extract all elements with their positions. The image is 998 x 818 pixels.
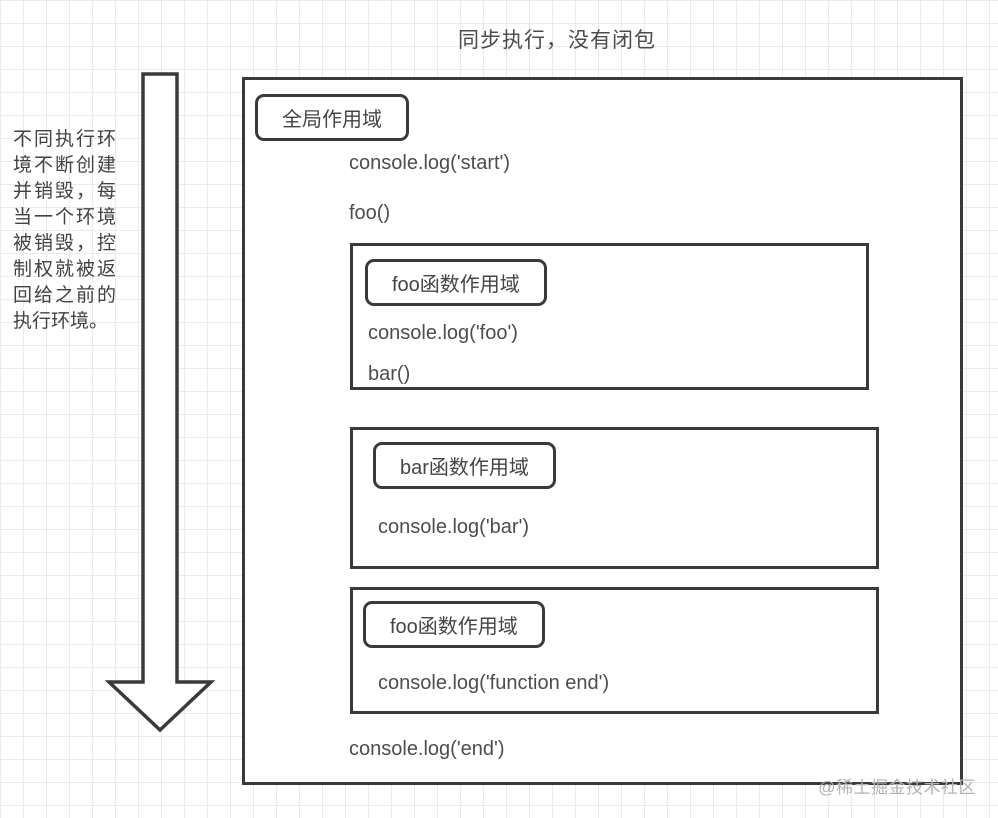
watermark: @稀土掘金技术社区 (818, 778, 976, 797)
code-line-start: console.log('start') (349, 152, 511, 174)
side-note: 不同执行环境不断创建并销毁，每当一个环境被销毁，控制权就被返回给之前的执行环境。 (13, 129, 116, 332)
flow-down-arrow-icon (104, 72, 216, 733)
foo-scope-label-2: foo函数作用域 (363, 601, 545, 648)
bar-scope-label: bar函数作用域 (373, 442, 556, 489)
global-scope-label: 全局作用域 (255, 94, 409, 141)
code-line-function-end-log: console.log('function end') (378, 672, 610, 694)
code-line-end: console.log('end') (349, 738, 505, 760)
bar-scope-box: bar函数作用域 console.log('bar') (350, 427, 879, 569)
code-line-foo-log: console.log('foo') (368, 322, 518, 344)
foo-scope-box-1: foo函数作用域 console.log('foo') bar() (350, 243, 869, 390)
code-line-foo-call: foo() (349, 202, 391, 224)
foo-scope-label-1: foo函数作用域 (365, 259, 547, 306)
code-line-bar-call: bar() (368, 363, 411, 385)
code-line-bar-log: console.log('bar') (378, 516, 530, 538)
foo-scope-box-2: foo函数作用域 console.log('function end') (350, 587, 879, 714)
diagram-title: 同步执行，没有闭包 (458, 29, 656, 52)
global-scope-box: 全局作用域 console.log('start') foo() foo函数作用… (242, 77, 963, 785)
